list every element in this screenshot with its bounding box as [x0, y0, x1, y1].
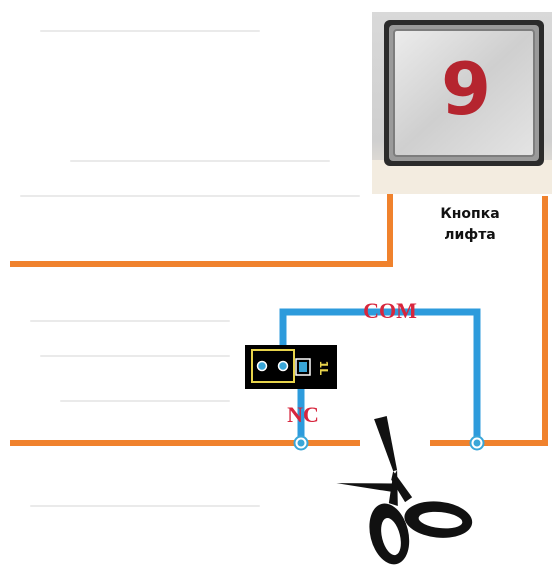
terminal-com	[469, 435, 485, 451]
terminal-nc	[293, 435, 309, 451]
scissors-icon	[336, 416, 473, 565]
ghost-line	[30, 320, 230, 322]
caption-line-2: лифта	[444, 227, 496, 243]
relay-module-icon: 1L	[245, 345, 337, 389]
com-label: COM	[363, 298, 417, 323]
ghost-line	[70, 160, 330, 162]
button-digit: 9	[441, 47, 491, 131]
nc-label: NC	[287, 402, 319, 427]
ghost-line	[40, 355, 230, 357]
blue-wire-com	[279, 308, 481, 440]
ghost-line	[20, 195, 360, 197]
elevator-button-caption: Кнопка лифта	[415, 204, 525, 246]
ghost-line	[60, 400, 230, 402]
ghost-line	[40, 30, 260, 32]
relay-marking-text: 1L	[317, 361, 330, 376]
elevator-button-photo: 9	[372, 12, 552, 194]
ghost-line	[30, 505, 260, 507]
caption-line-1: Кнопка	[440, 206, 500, 222]
orange-wire-right	[430, 196, 548, 446]
orange-wire-top	[10, 190, 393, 267]
